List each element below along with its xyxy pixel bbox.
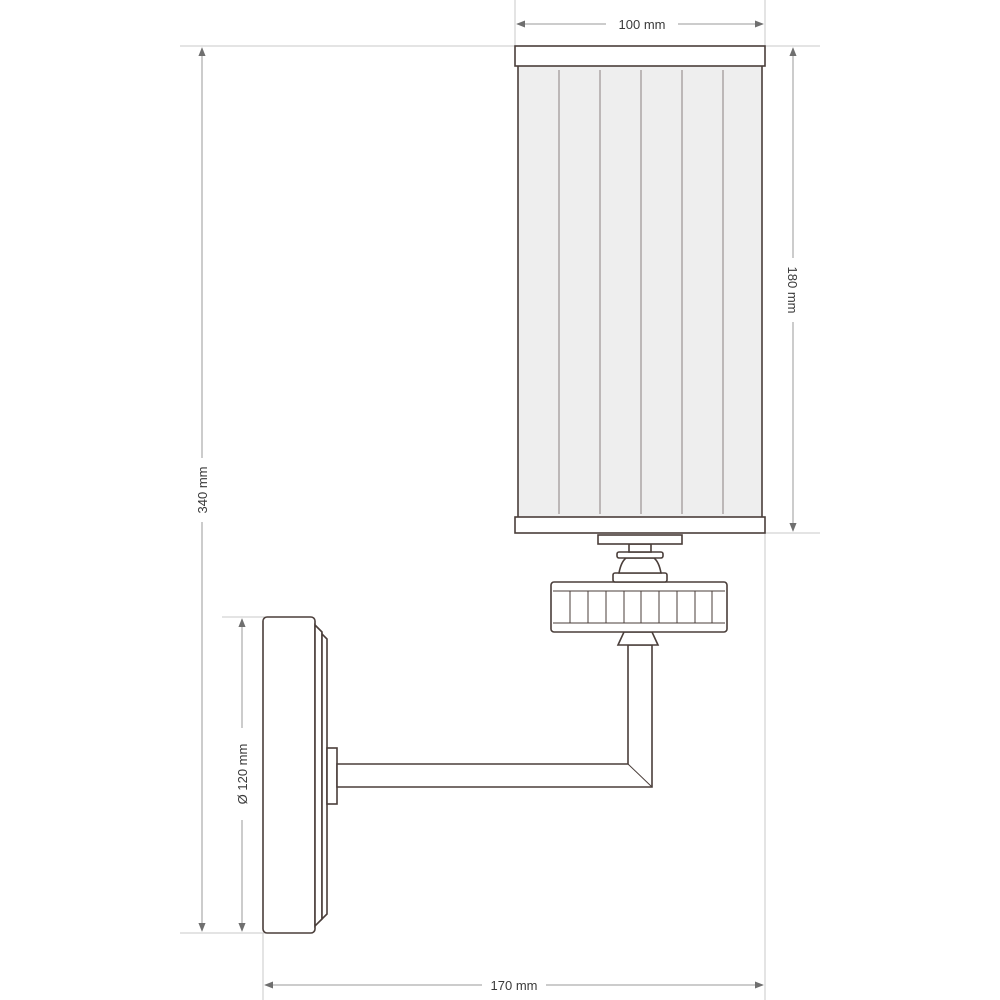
wall-backplate [262,616,338,934]
shade-width-dimension: 100 mm [516,17,764,32]
total-height-dimension: 340 mm [195,47,210,932]
shade-width-label: 100 mm [619,17,666,32]
total-depth-dimension: 170 mm [264,978,764,993]
decorative-ring [550,581,728,646]
bulb-holder [597,534,683,583]
shade-height-label: 180 mm [785,267,800,314]
pleated-shade [514,45,766,534]
extension-lines [180,0,820,1000]
total-depth-label: 170 mm [491,978,538,993]
shade-height-dimension: 180 mm [785,47,800,532]
backplate-diameter-label: Ø 120 mm [235,744,250,805]
total-height-label: 340 mm [195,467,210,514]
sconce-arm [336,644,653,788]
backplate-diameter-dimension: Ø 120 mm [235,618,250,932]
